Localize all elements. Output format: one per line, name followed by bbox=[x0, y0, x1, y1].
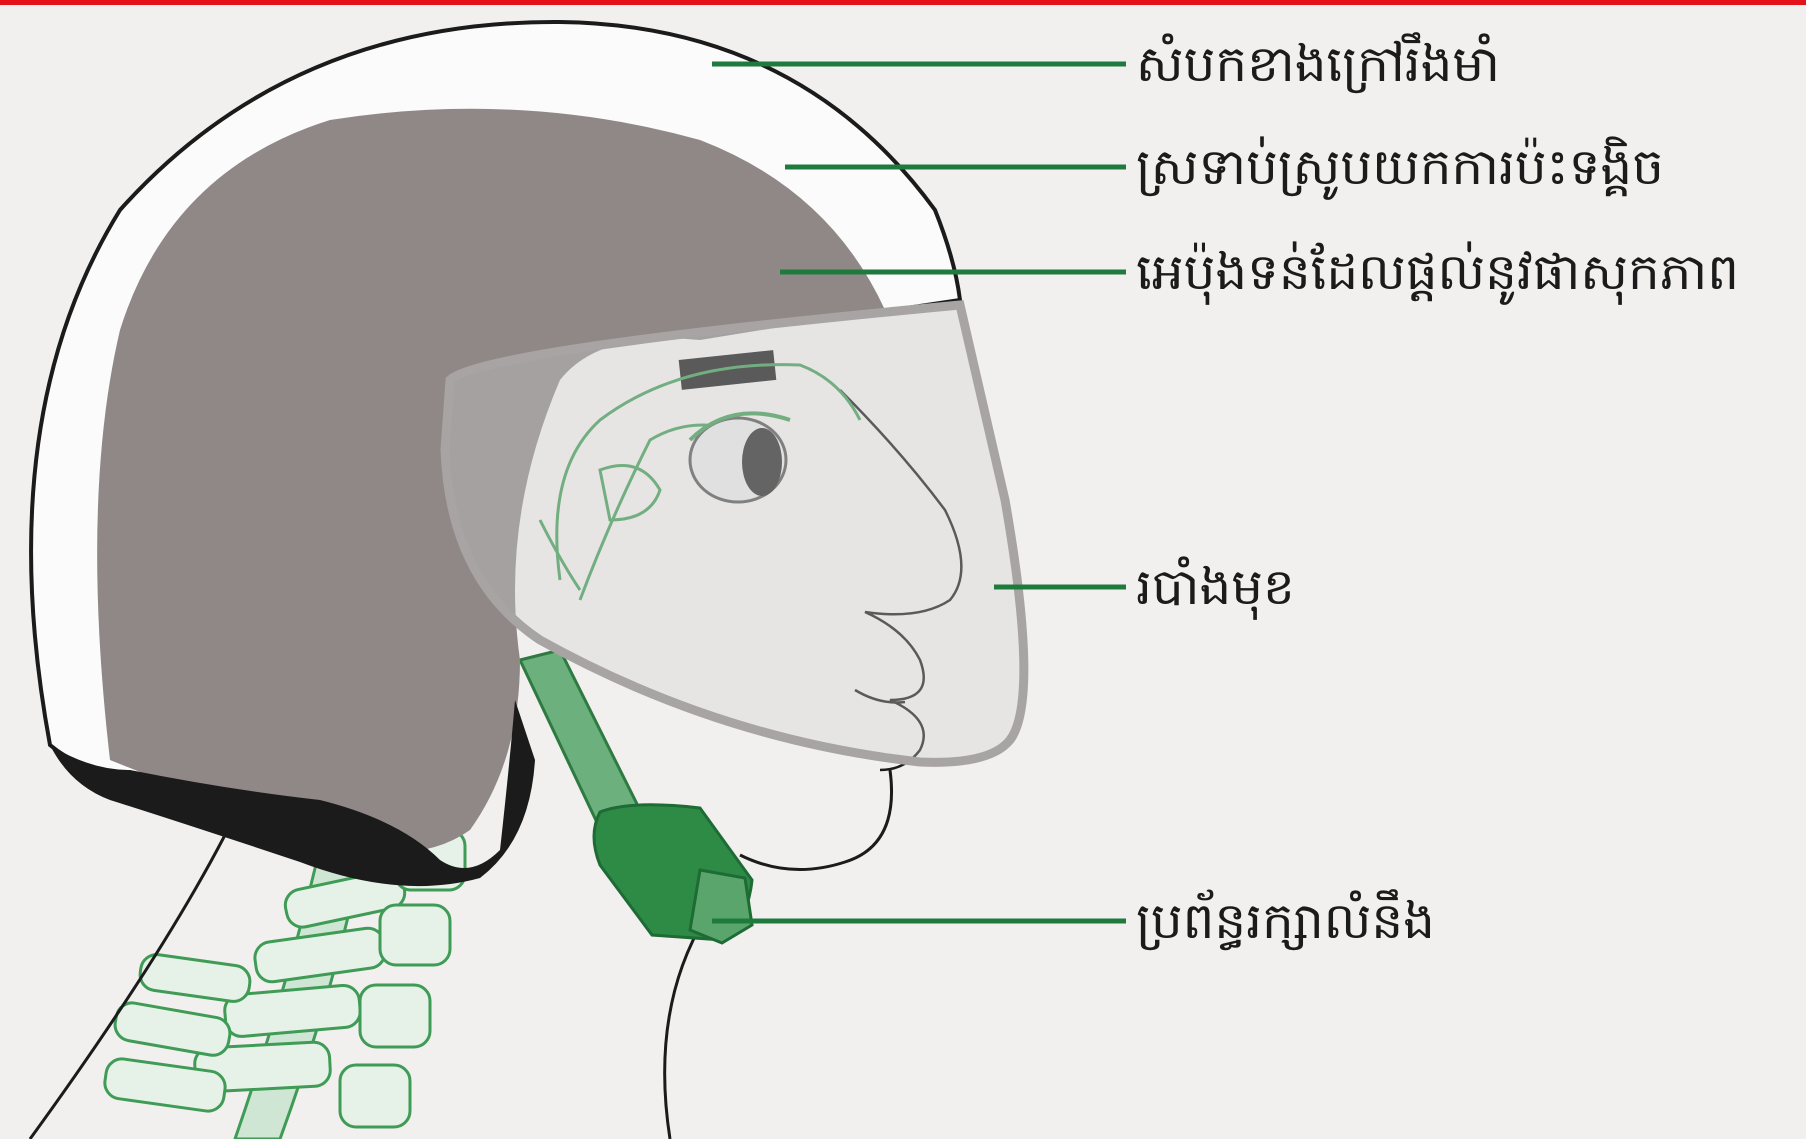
face-shield bbox=[445, 305, 1024, 762]
label-comfort-padding: អេប៉ុងទន់ដែលផ្តល់នូវផាសុកភាព bbox=[1136, 242, 1739, 302]
label-face-shield: របាំងមុខ bbox=[1136, 557, 1295, 617]
label-impact-liner: ស្រទាប់ស្រូបយកការប៉ះទង្គិច bbox=[1136, 137, 1664, 197]
label-retention-system: ប្រព័ន្ធរក្សាលំនឹង bbox=[1136, 891, 1435, 951]
label-outer-shell: សំបកខាងក្រៅរឹងមាំ bbox=[1136, 34, 1500, 94]
